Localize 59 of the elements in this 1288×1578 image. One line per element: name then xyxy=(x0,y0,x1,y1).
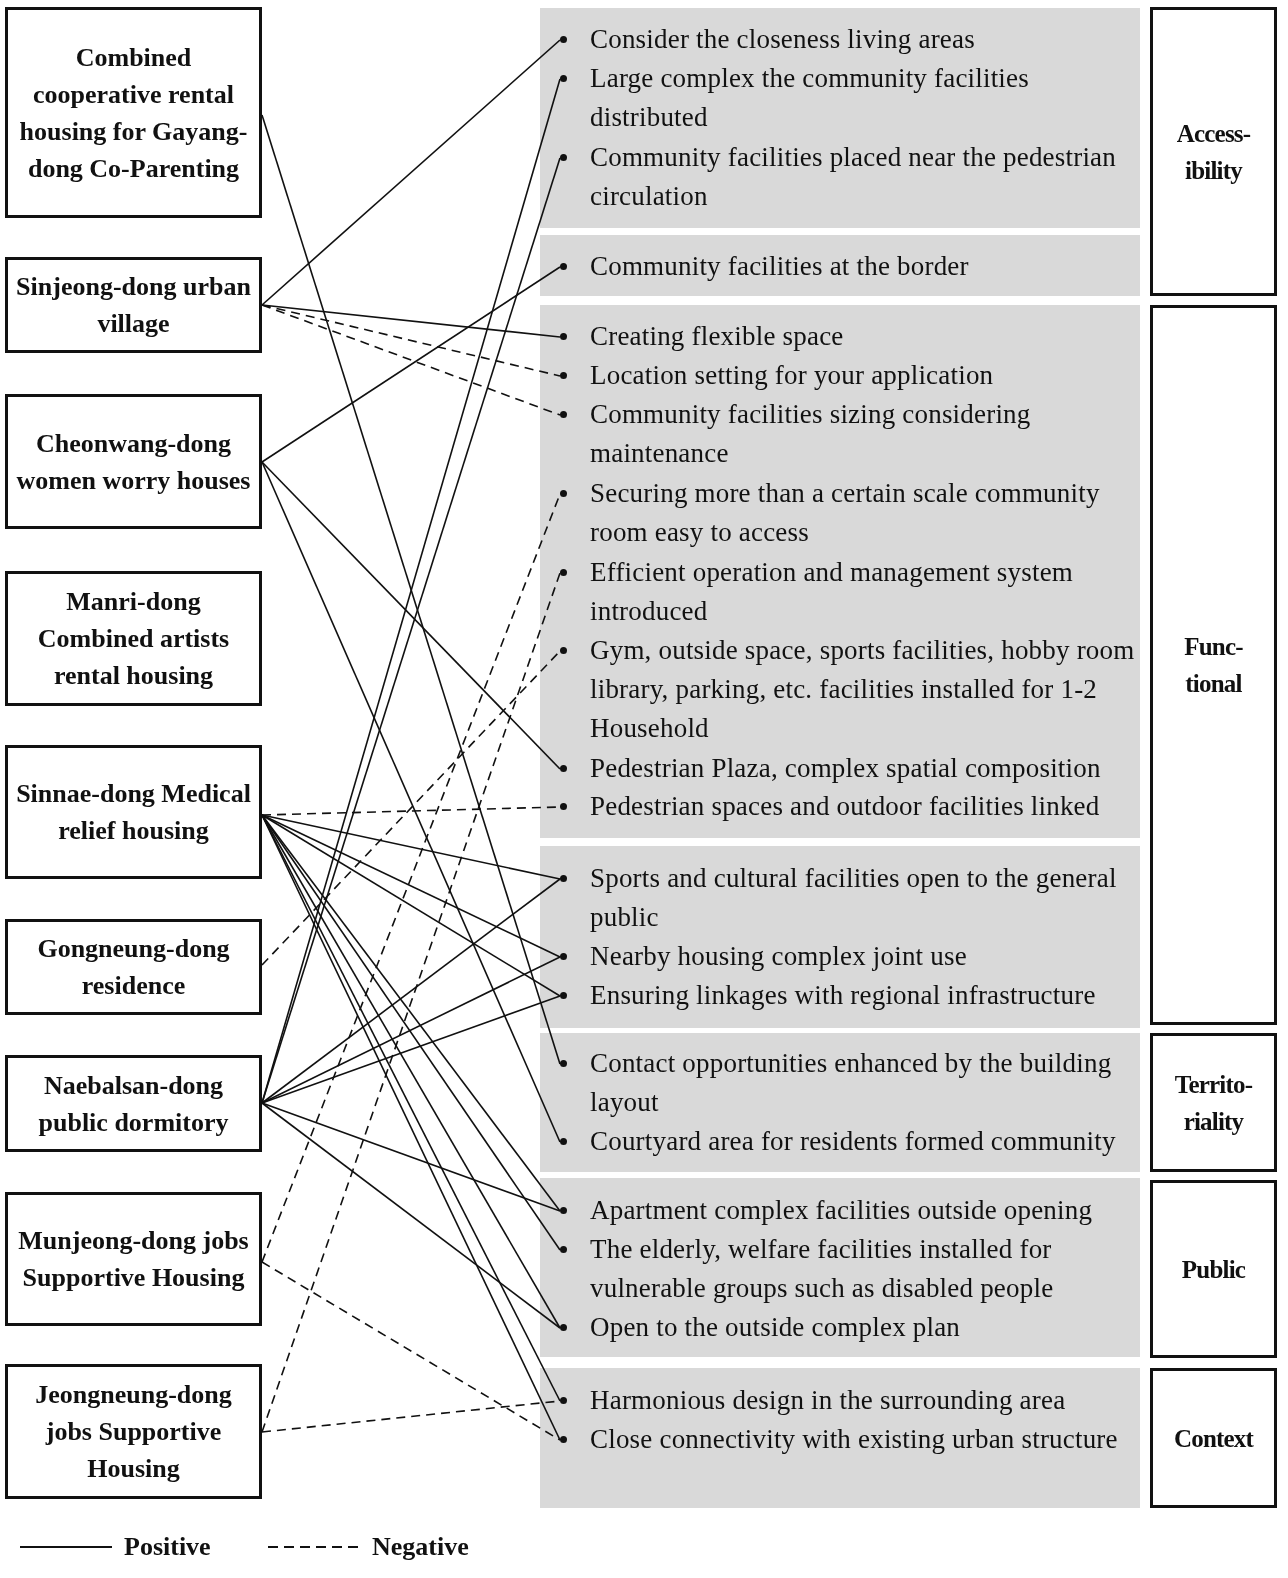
connector-line xyxy=(261,814,561,880)
dashed-connector xyxy=(261,304,561,416)
connector-line xyxy=(261,39,561,306)
item-text: Pedestrian Plaza, complex spatial composition xyxy=(590,752,1102,785)
project-box: Jeongneung-dong jobs Supportive Housing xyxy=(5,1364,262,1499)
item-text: Securing more than a certain scale community room easy to access xyxy=(590,477,1101,549)
item-text: Sports and cultural facilities open to the general public xyxy=(590,862,1118,934)
item-text: Ensuring linkages with regional infrastructure xyxy=(590,979,1097,1012)
item-text: The elderly, welfare facilities installed for vulnerable groups such as disabled people xyxy=(590,1233,1055,1305)
category-box: Territo-riality xyxy=(1150,1033,1277,1172)
item-text: Close connectivity with existing urban structure xyxy=(590,1423,1119,1456)
group-band xyxy=(540,1033,1140,1172)
group-band xyxy=(540,8,1140,228)
group-band xyxy=(540,1368,1140,1508)
project-box: Munjeong-dong jobs Supportive Housing xyxy=(5,1192,262,1326)
item-text: Consider the closeness living areas xyxy=(590,23,976,56)
connector-line xyxy=(261,461,561,1143)
item-text: Apartment complex facilities outside opening xyxy=(590,1194,1094,1227)
legend-label: Positive xyxy=(124,1532,211,1562)
item-text: Gym, outside space, sports facilities, hobby room library, parking, etc. facilities installed for 1-2 Household xyxy=(590,634,1135,745)
item-text: Efficient operation and management system introduced xyxy=(590,556,1075,628)
item-text: Location setting for your application xyxy=(590,359,995,392)
item-text: Harmonious design in the surrounding area xyxy=(590,1384,1067,1417)
project-box: Gongneung-dong residence xyxy=(5,919,262,1015)
project-box: Manri-dong Combined artists rental housing xyxy=(5,571,262,706)
connector-line xyxy=(261,1102,561,1329)
item-text: Community facilities sizing considering maintenance xyxy=(590,398,1032,470)
item-text: Nearby housing complex joint use xyxy=(590,940,968,973)
project-box: Combined cooperative rental housing for Gayang-dong Co-Parenting xyxy=(5,7,262,218)
connector-line xyxy=(261,1102,561,1212)
connector-line xyxy=(261,266,561,463)
legend-label: Negative xyxy=(372,1532,469,1562)
item-text: Large complex the community facilities distributed xyxy=(590,62,1030,134)
connector-line xyxy=(261,956,561,1104)
group-band xyxy=(540,235,1140,296)
project-box: Cheonwang-dong women worry houses xyxy=(5,394,262,529)
project-box: Sinnae-dong Medical relief housing xyxy=(5,745,262,879)
project-box: Sinjeong-dong urban village xyxy=(5,257,262,353)
group-band xyxy=(540,1178,1140,1357)
category-box: Public xyxy=(1150,1180,1277,1358)
dashed-connector xyxy=(261,1261,561,1441)
item-text: Community facilities at the border xyxy=(590,250,970,283)
item-text: Open to the outside complex plan xyxy=(590,1311,962,1344)
connector-line xyxy=(261,995,561,1104)
group-band xyxy=(540,305,1140,838)
category-box: Access-ibility xyxy=(1150,7,1277,296)
item-text: Pedestrian spaces and outdoor facilities linked xyxy=(590,790,1101,823)
group-band xyxy=(540,846,1140,1028)
connector-line xyxy=(261,878,561,1104)
item-text: Creating flexible space xyxy=(590,320,845,353)
project-box: Naebalsan-dong public dormitory xyxy=(5,1055,262,1152)
item-text: Contact opportunities enhanced by the building layout xyxy=(590,1047,1113,1119)
item-text: Community facilities placed near the pedestrian circulation xyxy=(590,141,1117,213)
category-box: Context xyxy=(1150,1368,1277,1508)
dashed-connector xyxy=(261,572,561,1433)
connector-line xyxy=(261,304,561,338)
item-text: Courtyard area for residents formed community xyxy=(590,1125,1117,1158)
category-box: Func-tional xyxy=(1150,305,1277,1025)
connector-line xyxy=(261,461,561,770)
